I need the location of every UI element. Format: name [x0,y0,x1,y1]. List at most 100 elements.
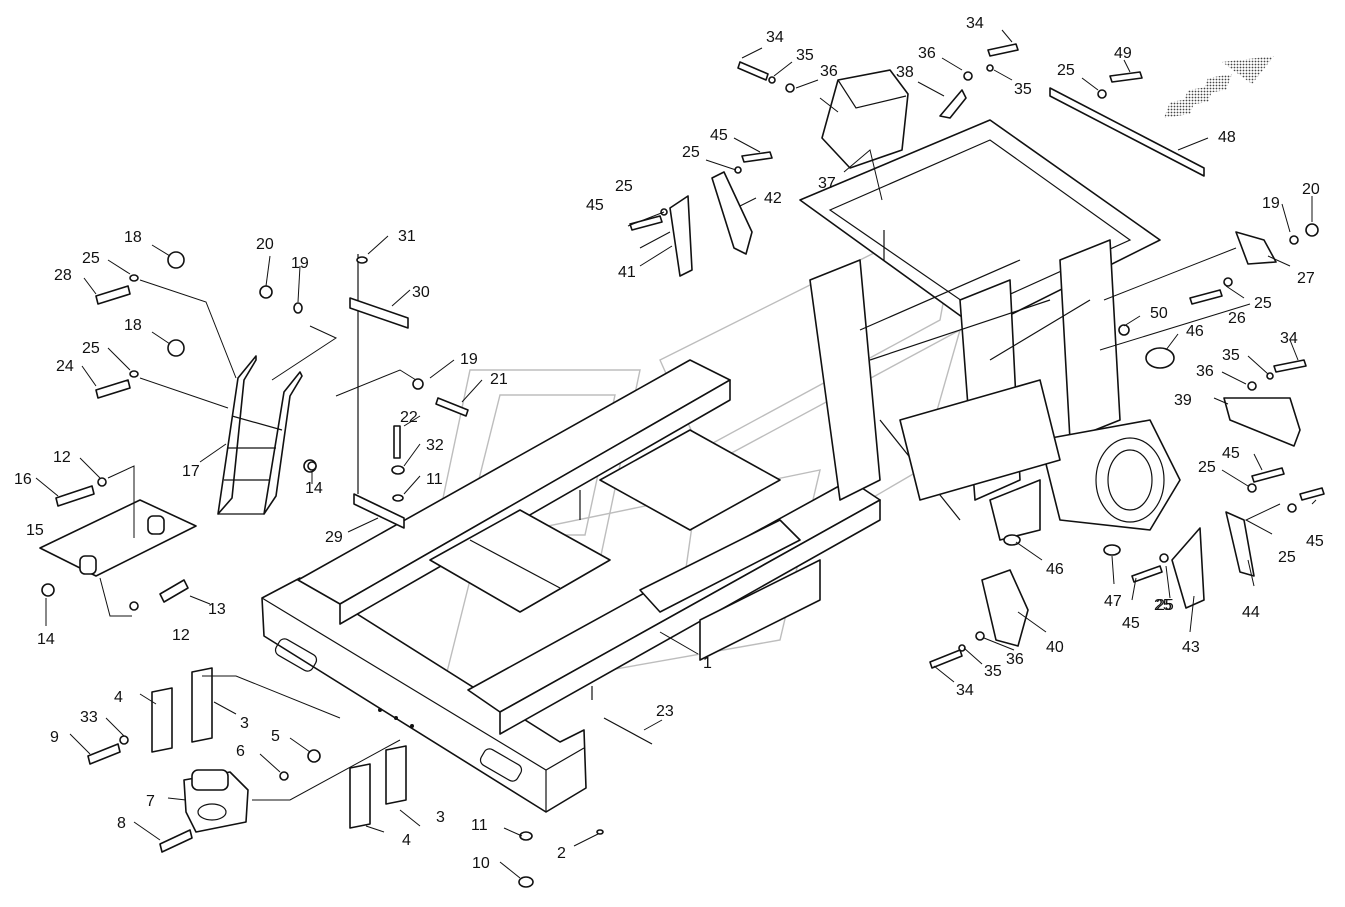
callout-34: 34 [766,29,784,46]
callout-19: 19 [291,255,309,272]
leader-lines [35,29,1317,879]
plate [39,499,197,577]
callout-25: 25 [1057,62,1075,79]
callout-29: 29 [325,529,343,546]
bracket-44 [1225,511,1255,577]
callout-17: 17 [182,463,200,480]
cover-37 [821,69,909,169]
callout-20: 20 [256,236,274,253]
callout-31: 31 [398,228,416,245]
callout-14: 14 [305,480,323,497]
callout-25: 25 [682,144,700,161]
callout-36: 36 [820,63,838,80]
bracket-38 [939,89,967,119]
callout-16: 16 [14,471,32,488]
callout-35: 35 [1222,347,1240,364]
callout-19: 19 [1262,195,1280,212]
bracket-30 [349,297,409,329]
bracket-27 [1235,231,1277,265]
callout-36: 36 [1196,363,1214,380]
callout-4: 4 [402,832,411,849]
cover-39 [1223,397,1301,447]
callout-12: 12 [53,449,71,466]
callout-25: 25 [82,250,100,267]
bracket-43 [1171,527,1205,609]
callout-5: 5 [271,728,280,745]
callout-34: 34 [1280,330,1298,347]
hitch [183,769,249,833]
callout-18: 18 [124,229,142,246]
callout-43: 43 [1182,639,1200,656]
callout-28: 28 [54,267,72,284]
callout-25: 25 [1278,549,1296,566]
callout-46: 46 [1046,561,1064,578]
callout-35: 35 [984,663,1002,680]
callout-22: 22 [400,409,418,426]
callout-19: 19 [460,351,478,368]
callout-32: 32 [426,437,444,454]
callout-37: 37 [818,175,836,192]
main-frame [261,119,1181,813]
callout-36: 36 [918,45,936,62]
callout-4: 4 [114,689,123,706]
callout-46: 46 [1186,323,1204,340]
callout-50: 50 [1150,305,1168,322]
callout-15: 15 [26,522,44,539]
callout-41: 41 [618,264,636,281]
callout-27: 27 [1297,270,1315,287]
callout-44: 44 [1242,604,1260,621]
callout-13: 13 [208,601,226,618]
callout-35: 35 [796,47,814,64]
callout-45: 45 [1222,445,1240,462]
callout-38: 38 [896,64,914,81]
callout-25: 25 [1154,597,1172,614]
callout-33: 33 [80,709,98,726]
callout-25: 25 [82,340,100,357]
callout-labels: 1 2 3 3 4 4 5 6 7 8 9 10 11 11 12 12 13 … [14,15,1324,872]
callout-34: 34 [966,15,984,32]
callout-3: 3 [240,715,249,732]
cap-46 [1145,347,1175,369]
callout-9: 9 [50,729,59,746]
bracket-42 [711,171,753,255]
callout-8: 8 [117,815,126,832]
callout-7: 7 [146,793,155,810]
callout-45: 45 [1306,533,1324,550]
direction-arrow-icon [1164,56,1274,118]
fasteners [41,43,1325,888]
callout-18: 18 [124,317,142,334]
callout-34: 34 [956,682,974,699]
callout-25: 25 [615,178,633,195]
callout-45: 45 [586,197,604,214]
shim-23 [603,717,653,745]
callout-49: 49 [1114,45,1132,62]
callout-23: 23 [656,703,674,720]
callout-14: 14 [37,631,55,648]
callout-20: 20 [1302,181,1320,198]
plate-3a [191,667,213,743]
callout-11: 11 [426,471,443,488]
callout-11: 11 [471,817,488,834]
callout-3: 3 [436,809,445,826]
callout-40: 40 [1046,639,1064,656]
step-ladder [217,355,303,515]
callout-26: 26 [1228,310,1246,327]
shield-40 [981,569,1029,647]
callout-36: 36 [1006,651,1024,668]
callout-30: 30 [412,284,430,301]
callout-24: 24 [56,358,74,375]
callout-2: 2 [557,845,566,862]
callout-1: 1 [703,655,712,672]
callout-25: 25 [1198,459,1216,476]
callout-10: 10 [472,855,490,872]
bracket-41 [669,195,693,277]
callout-12: 12 [172,627,190,644]
bracket-29 [353,254,405,529]
callout-39: 39 [1174,392,1192,409]
callout-48: 48 [1218,129,1236,146]
callout-25: 25 [1156,597,1174,614]
callout-47: 47 [1104,593,1122,610]
callout-25: 25 [1254,295,1272,312]
callout-35: 35 [1014,81,1032,98]
